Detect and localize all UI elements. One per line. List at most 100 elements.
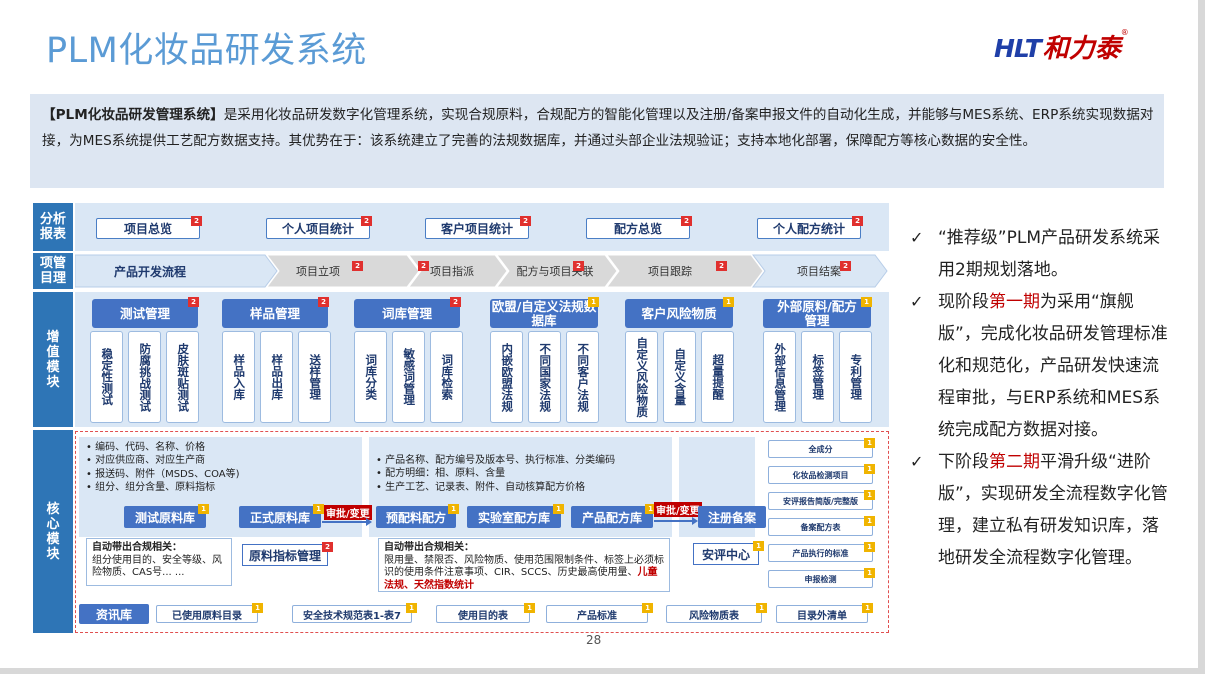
info-item[interactable]: 已使用原料目录 [156, 605, 258, 623]
safety-center-button[interactable]: 安评中心 [693, 543, 759, 565]
arrow-icon [322, 518, 372, 526]
badge-icon: 2 [573, 261, 584, 271]
module-header[interactable]: 外部原料/配方管理 [763, 299, 871, 328]
badge-icon: 1 [861, 297, 872, 307]
slide-shadow-right [1198, 0, 1205, 674]
module-sub[interactable]: 防腐挑战测试 [128, 331, 161, 423]
flow-step[interactable]: 项目跟踪 [648, 265, 692, 278]
badge-icon: 1 [553, 504, 564, 514]
badge-icon: 1 [313, 504, 324, 514]
module-sub[interactable]: 自定义含量 [663, 331, 696, 423]
right-item[interactable]: 化妆品检测项目 [768, 466, 873, 484]
badge-icon: 1 [864, 464, 875, 474]
module-sub[interactable]: 稳定性测试 [90, 331, 123, 423]
badge-icon: 1 [448, 504, 459, 514]
module-sub[interactable]: 外部信息管理 [763, 331, 796, 423]
register-button[interactable]: 注册备案 [698, 506, 766, 528]
row-label-analysis: 分析报表 [33, 203, 73, 251]
badge-icon: 2 [322, 542, 333, 552]
module-sub[interactable]: 皮肤斑贴测试 [166, 331, 199, 423]
badge-icon: 1 [642, 603, 653, 613]
module-sub[interactable]: 不同国家法规 [528, 331, 561, 423]
module-header[interactable]: 样品管理 [222, 299, 328, 328]
flow-step[interactable]: 项目结案 [797, 265, 841, 278]
check-icon: ✓ [910, 452, 924, 471]
module-sub[interactable]: 标签管理 [801, 331, 834, 423]
badge-icon: 1 [588, 297, 599, 307]
badge-icon: 1 [723, 297, 734, 307]
module-sub[interactable]: 敏感词管理 [392, 331, 425, 423]
module-sub[interactable]: 不同客户法规 [566, 331, 599, 423]
check-icon: ✓ [910, 292, 924, 311]
module-sub[interactable]: 超量提醒 [701, 331, 734, 423]
info-item[interactable]: 目录外清单 [776, 605, 868, 623]
badge-icon: 1 [406, 603, 417, 613]
analysis-item[interactable]: 配方总览 [586, 218, 690, 239]
formal-material-button[interactable]: 正式原料库 [239, 506, 321, 528]
module-sub[interactable]: 词库分类 [354, 331, 387, 423]
module-header[interactable]: 词库管理 [354, 299, 460, 328]
badge-icon: 1 [753, 541, 764, 551]
badge-icon: 2 [361, 216, 372, 226]
logo-cn: 和力泰 [1042, 34, 1121, 64]
test-material-button[interactable]: 测试原料库 [124, 506, 206, 528]
right-item[interactable]: 申报检测 [768, 570, 873, 588]
module-header[interactable]: 欧盟/自定义法规数据库 [490, 298, 598, 328]
analysis-item[interactable]: 项目总览 [96, 218, 200, 239]
module-sub[interactable]: 自定义风险物质 [625, 331, 658, 423]
badge-icon: 2 [840, 261, 851, 271]
module-sub[interactable]: 专利管理 [839, 331, 872, 423]
row-label-core: 核心模块 [33, 430, 73, 633]
analysis-item[interactable]: 个人项目统计 [266, 218, 370, 239]
badge-icon: 2 [520, 216, 531, 226]
info-item[interactable]: 使用目的表 [436, 605, 530, 623]
module-sub[interactable]: 内嵌欧盟法规 [490, 331, 523, 423]
badge-icon: 2 [852, 216, 863, 226]
module-sub[interactable]: 样品入库 [222, 331, 255, 423]
module-sub[interactable]: 样品出库 [260, 331, 293, 423]
info-item[interactable]: 安全技术规范表1-表7 [292, 605, 412, 623]
lab-formula-button[interactable]: 实验室配方库 [467, 506, 561, 528]
flow-step[interactable]: 配方与项目关联 [516, 265, 594, 278]
badge-icon: 1 [252, 603, 263, 613]
approve-label: 审批/变更 [654, 502, 702, 517]
badge-icon: 2 [191, 216, 202, 226]
pre-formula-button[interactable]: 预配料配方 [376, 506, 456, 528]
right-item[interactable]: 备案配方表 [768, 518, 873, 536]
badge-icon: 2 [188, 297, 199, 307]
value-row [75, 292, 889, 427]
badge-icon: 1 [524, 603, 535, 613]
arrow-icon [654, 517, 698, 525]
flow-step[interactable]: 项目指派 [430, 265, 474, 278]
right-item[interactable]: 安评报告简版/完整版 [768, 492, 873, 510]
flow-step[interactable]: 项目立项 [296, 265, 340, 278]
intro-text: 是采用化妆品研发数字化管理系统，实现合规原料，合规配方的智能化管理以及注册/备案… [42, 107, 1154, 149]
logo-en: HLT [994, 34, 1042, 63]
approve-label: 审批/变更 [324, 505, 372, 520]
info-item[interactable]: 产品标准 [546, 605, 648, 623]
module-header[interactable]: 客户风险物质 [625, 299, 733, 328]
info-item[interactable]: 风险物质表 [666, 605, 762, 623]
material-index-button[interactable]: 原料指标管理 [242, 544, 328, 566]
row-label-project: 项管目理 [33, 253, 73, 289]
right-item[interactable]: 全成分 [768, 440, 873, 458]
material-bullets: 编码、代码、名称、价格 对应供应商、对应生产商 报送码、附件（MSDS、COA等… [86, 441, 239, 494]
badge-icon: 1 [645, 504, 656, 514]
analysis-item[interactable]: 客户项目统计 [425, 218, 529, 239]
module-sub[interactable]: 词库检索 [430, 331, 463, 423]
badge-icon: 2 [681, 216, 692, 226]
badge-icon: 2 [716, 261, 727, 271]
flow-step[interactable]: 产品开发流程 [113, 264, 186, 279]
right-point: ✓“推荐级”PLM产品研发系统采用2期规划落地。 [910, 222, 1170, 286]
module-header[interactable]: 测试管理 [92, 299, 198, 328]
module-sub[interactable]: 送样管理 [298, 331, 331, 423]
analysis-item[interactable]: 个人配方统计 [757, 218, 861, 239]
check-icon: ✓ [910, 228, 924, 247]
product-formula-button[interactable]: 产品配方库 [571, 506, 653, 528]
badge-icon: 2 [318, 297, 329, 307]
badge-icon: 1 [862, 603, 873, 613]
right-item[interactable]: 产品执行的标准 [768, 544, 873, 562]
info-library-label: 资讯库 [79, 604, 149, 624]
intro-bold: 【PLM化妆品研发管理系统】 [42, 107, 224, 123]
